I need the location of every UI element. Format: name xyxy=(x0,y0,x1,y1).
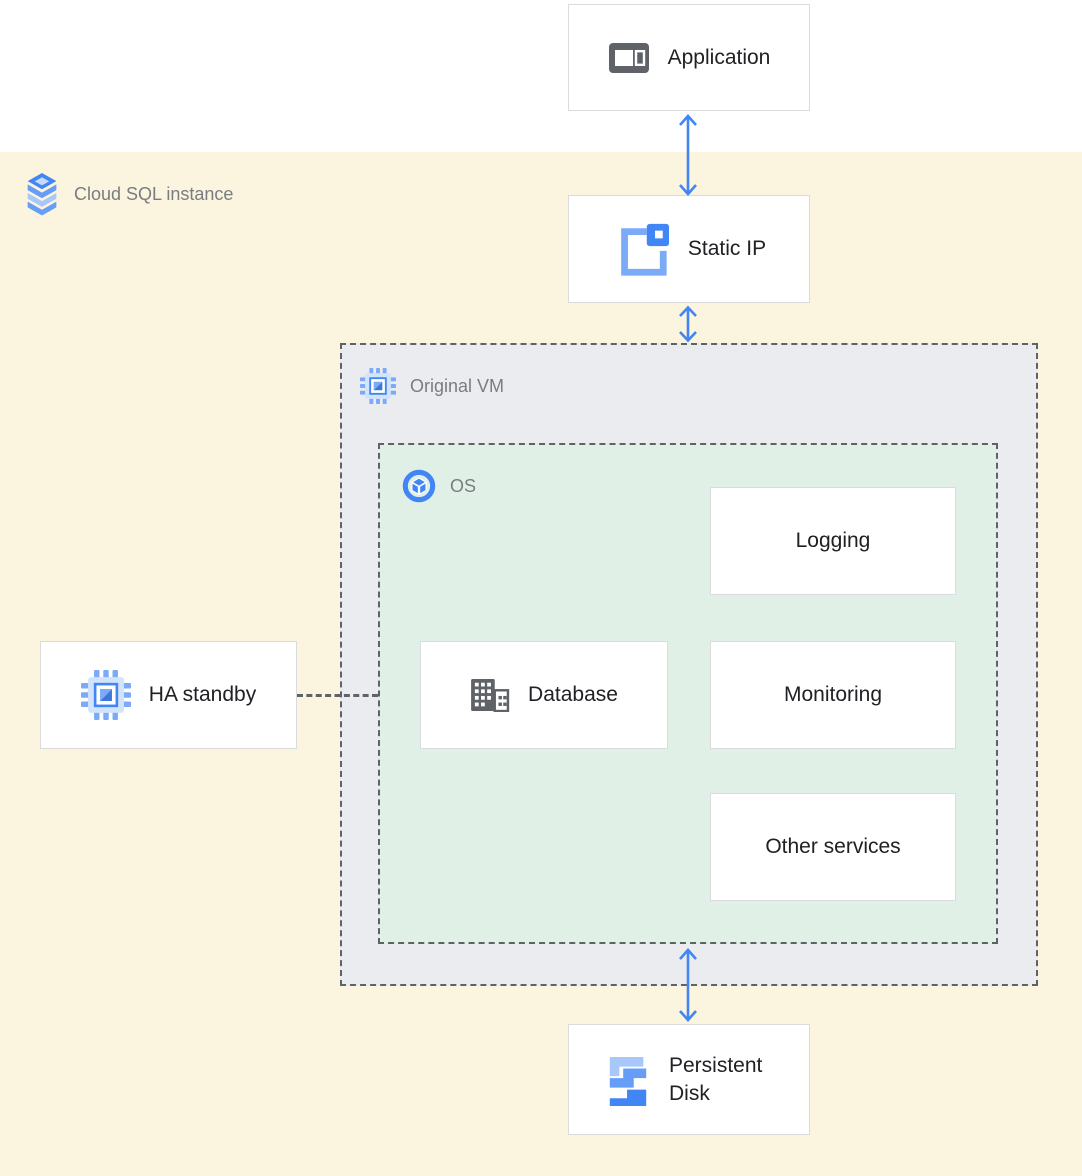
node-persistent-disk: Persistent Disk xyxy=(568,1024,810,1135)
node-logging: Logging xyxy=(710,487,956,595)
node-persistent-disk-label: Persistent Disk xyxy=(669,1054,763,1105)
node-database-label: Database xyxy=(528,683,618,706)
compute-chip-icon xyxy=(80,670,131,720)
node-ha-standby: HA standby xyxy=(40,641,297,749)
cloud-sql-zone-text: Cloud SQL instance xyxy=(74,183,234,204)
os-cube-circle-icon xyxy=(402,469,436,503)
external-ip-icon xyxy=(612,219,670,279)
original-vm-zone-text: Original VM xyxy=(410,375,505,396)
node-monitoring-label: Monitoring xyxy=(783,683,883,706)
node-application-label: Application xyxy=(667,45,771,69)
node-other-services-label: Other services xyxy=(765,835,901,858)
cloud-sql-zone-label: Cloud SQL instance xyxy=(24,172,233,216)
os-zone-text: OS xyxy=(450,475,477,496)
arrow-application-staticip xyxy=(676,113,700,197)
cloud-sql-stack-icon xyxy=(24,172,60,216)
compute-chip-icon xyxy=(360,368,396,404)
os-zone-label: OS xyxy=(402,469,476,503)
node-other-services: Other services xyxy=(710,793,956,901)
node-database: Database xyxy=(420,641,668,749)
node-application: Application xyxy=(568,4,810,111)
node-monitoring: Monitoring xyxy=(710,641,956,749)
connector-hastandby-os xyxy=(297,694,378,697)
node-logging-label: Logging xyxy=(795,529,871,552)
arrow-os-persistentdisk xyxy=(676,947,700,1023)
application-window-icon xyxy=(608,42,650,74)
persistent-disk-icon xyxy=(605,1054,651,1106)
node-static-ip-label: Static IP xyxy=(687,237,767,260)
original-vm-zone-label: Original VM xyxy=(360,368,504,404)
node-static-ip: Static IP xyxy=(568,195,810,303)
arrow-staticip-vm xyxy=(676,305,700,343)
node-ha-standby-label: HA standby xyxy=(148,683,257,706)
datacenter-building-icon xyxy=(470,678,510,712)
